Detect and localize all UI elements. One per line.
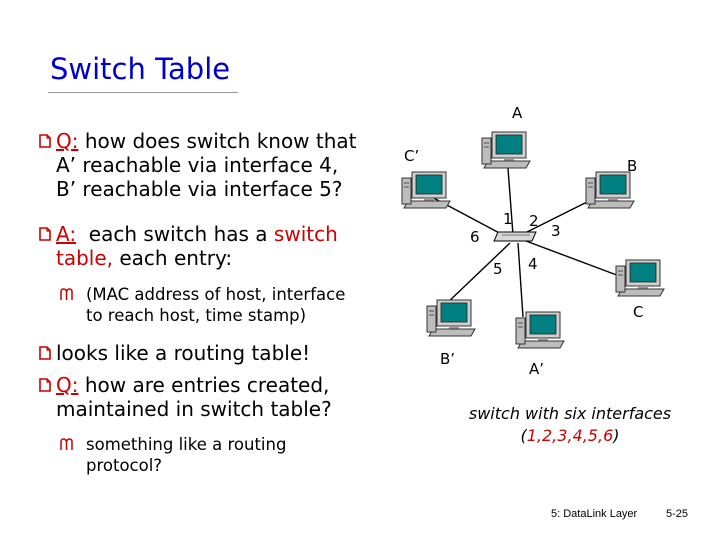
host-label-A: A	[512, 104, 523, 122]
host-label-B-prime: B’	[440, 350, 456, 368]
link-to-B-prime	[444, 242, 511, 306]
host-A-prime-icon	[515, 311, 565, 349]
link-to-A-prime	[517, 242, 524, 318]
q1-prefix: Q:	[56, 129, 79, 153]
caption-paren-open: (	[520, 426, 527, 445]
host-A-icon	[481, 131, 531, 169]
a1-switch-term: switch	[273, 222, 338, 246]
a1-table-term: table,	[56, 246, 114, 270]
q1-line-1: how does switch know that	[78, 129, 357, 153]
host-label-C-prime: C’	[404, 147, 420, 165]
interface-6: 6	[470, 228, 480, 246]
host-label-A-prime: A’	[529, 360, 545, 378]
switch-icon	[493, 231, 537, 242]
diagram-caption: switch with six interfaces (1,2,3,4,5,6)	[455, 403, 685, 447]
interface-2: 2	[529, 212, 539, 230]
host-C-prime-icon	[401, 171, 451, 209]
sub1-line-1: (MAC address of host, interface	[86, 285, 346, 304]
slide-title: Switch Table	[50, 52, 231, 86]
host-B-icon	[585, 171, 635, 209]
footer-page-number: 5-25	[666, 508, 689, 520]
sub-bullet-icon	[60, 438, 73, 450]
sub2-line-1: something like a routing	[86, 435, 287, 454]
q1-line-3: B’ reachable via interface 5?	[56, 177, 343, 201]
host-B-prime-icon	[426, 299, 476, 337]
host-label-C: C	[633, 303, 644, 321]
q1-line-2: A’ reachable via interface 4,	[56, 153, 339, 177]
interface-1: 1	[503, 210, 513, 228]
a1-prefix: A:	[56, 222, 77, 246]
host-label-B: B	[627, 157, 638, 175]
link-to-C	[525, 240, 631, 281]
q2-line-2: maintained in switch table?	[56, 397, 332, 421]
interface-4: 4	[528, 255, 538, 273]
caption-paren-close: )	[613, 426, 620, 445]
host-C-icon	[615, 259, 665, 297]
interface-5: 5	[493, 260, 503, 278]
a1-line-2: each entry:	[113, 246, 233, 270]
sub1-line-2: to reach host, time stamp)	[86, 306, 307, 325]
b3-text: looks like a routing table!	[56, 341, 311, 365]
bullet-icon	[39, 346, 51, 360]
caption-line-1: switch with six interfaces	[468, 404, 672, 423]
switch-diagram	[401, 131, 665, 349]
caption-interface-list: 1,2,3,4,5,6	[526, 426, 614, 445]
bullet-icon	[39, 227, 51, 241]
sub-bullet-icon	[60, 288, 73, 300]
title-underline	[48, 92, 238, 93]
q2-line-1: how are entries created,	[78, 373, 330, 397]
sub2-line-2: protocol?	[86, 456, 163, 475]
bullet-icon	[39, 378, 51, 392]
interface-3: 3	[551, 222, 561, 240]
footer-course: 5: DataLink Layer	[551, 508, 638, 520]
q2-prefix: Q:	[56, 373, 79, 397]
a1-line-1: each switch has a	[76, 222, 274, 246]
bullet-icon	[39, 134, 51, 148]
